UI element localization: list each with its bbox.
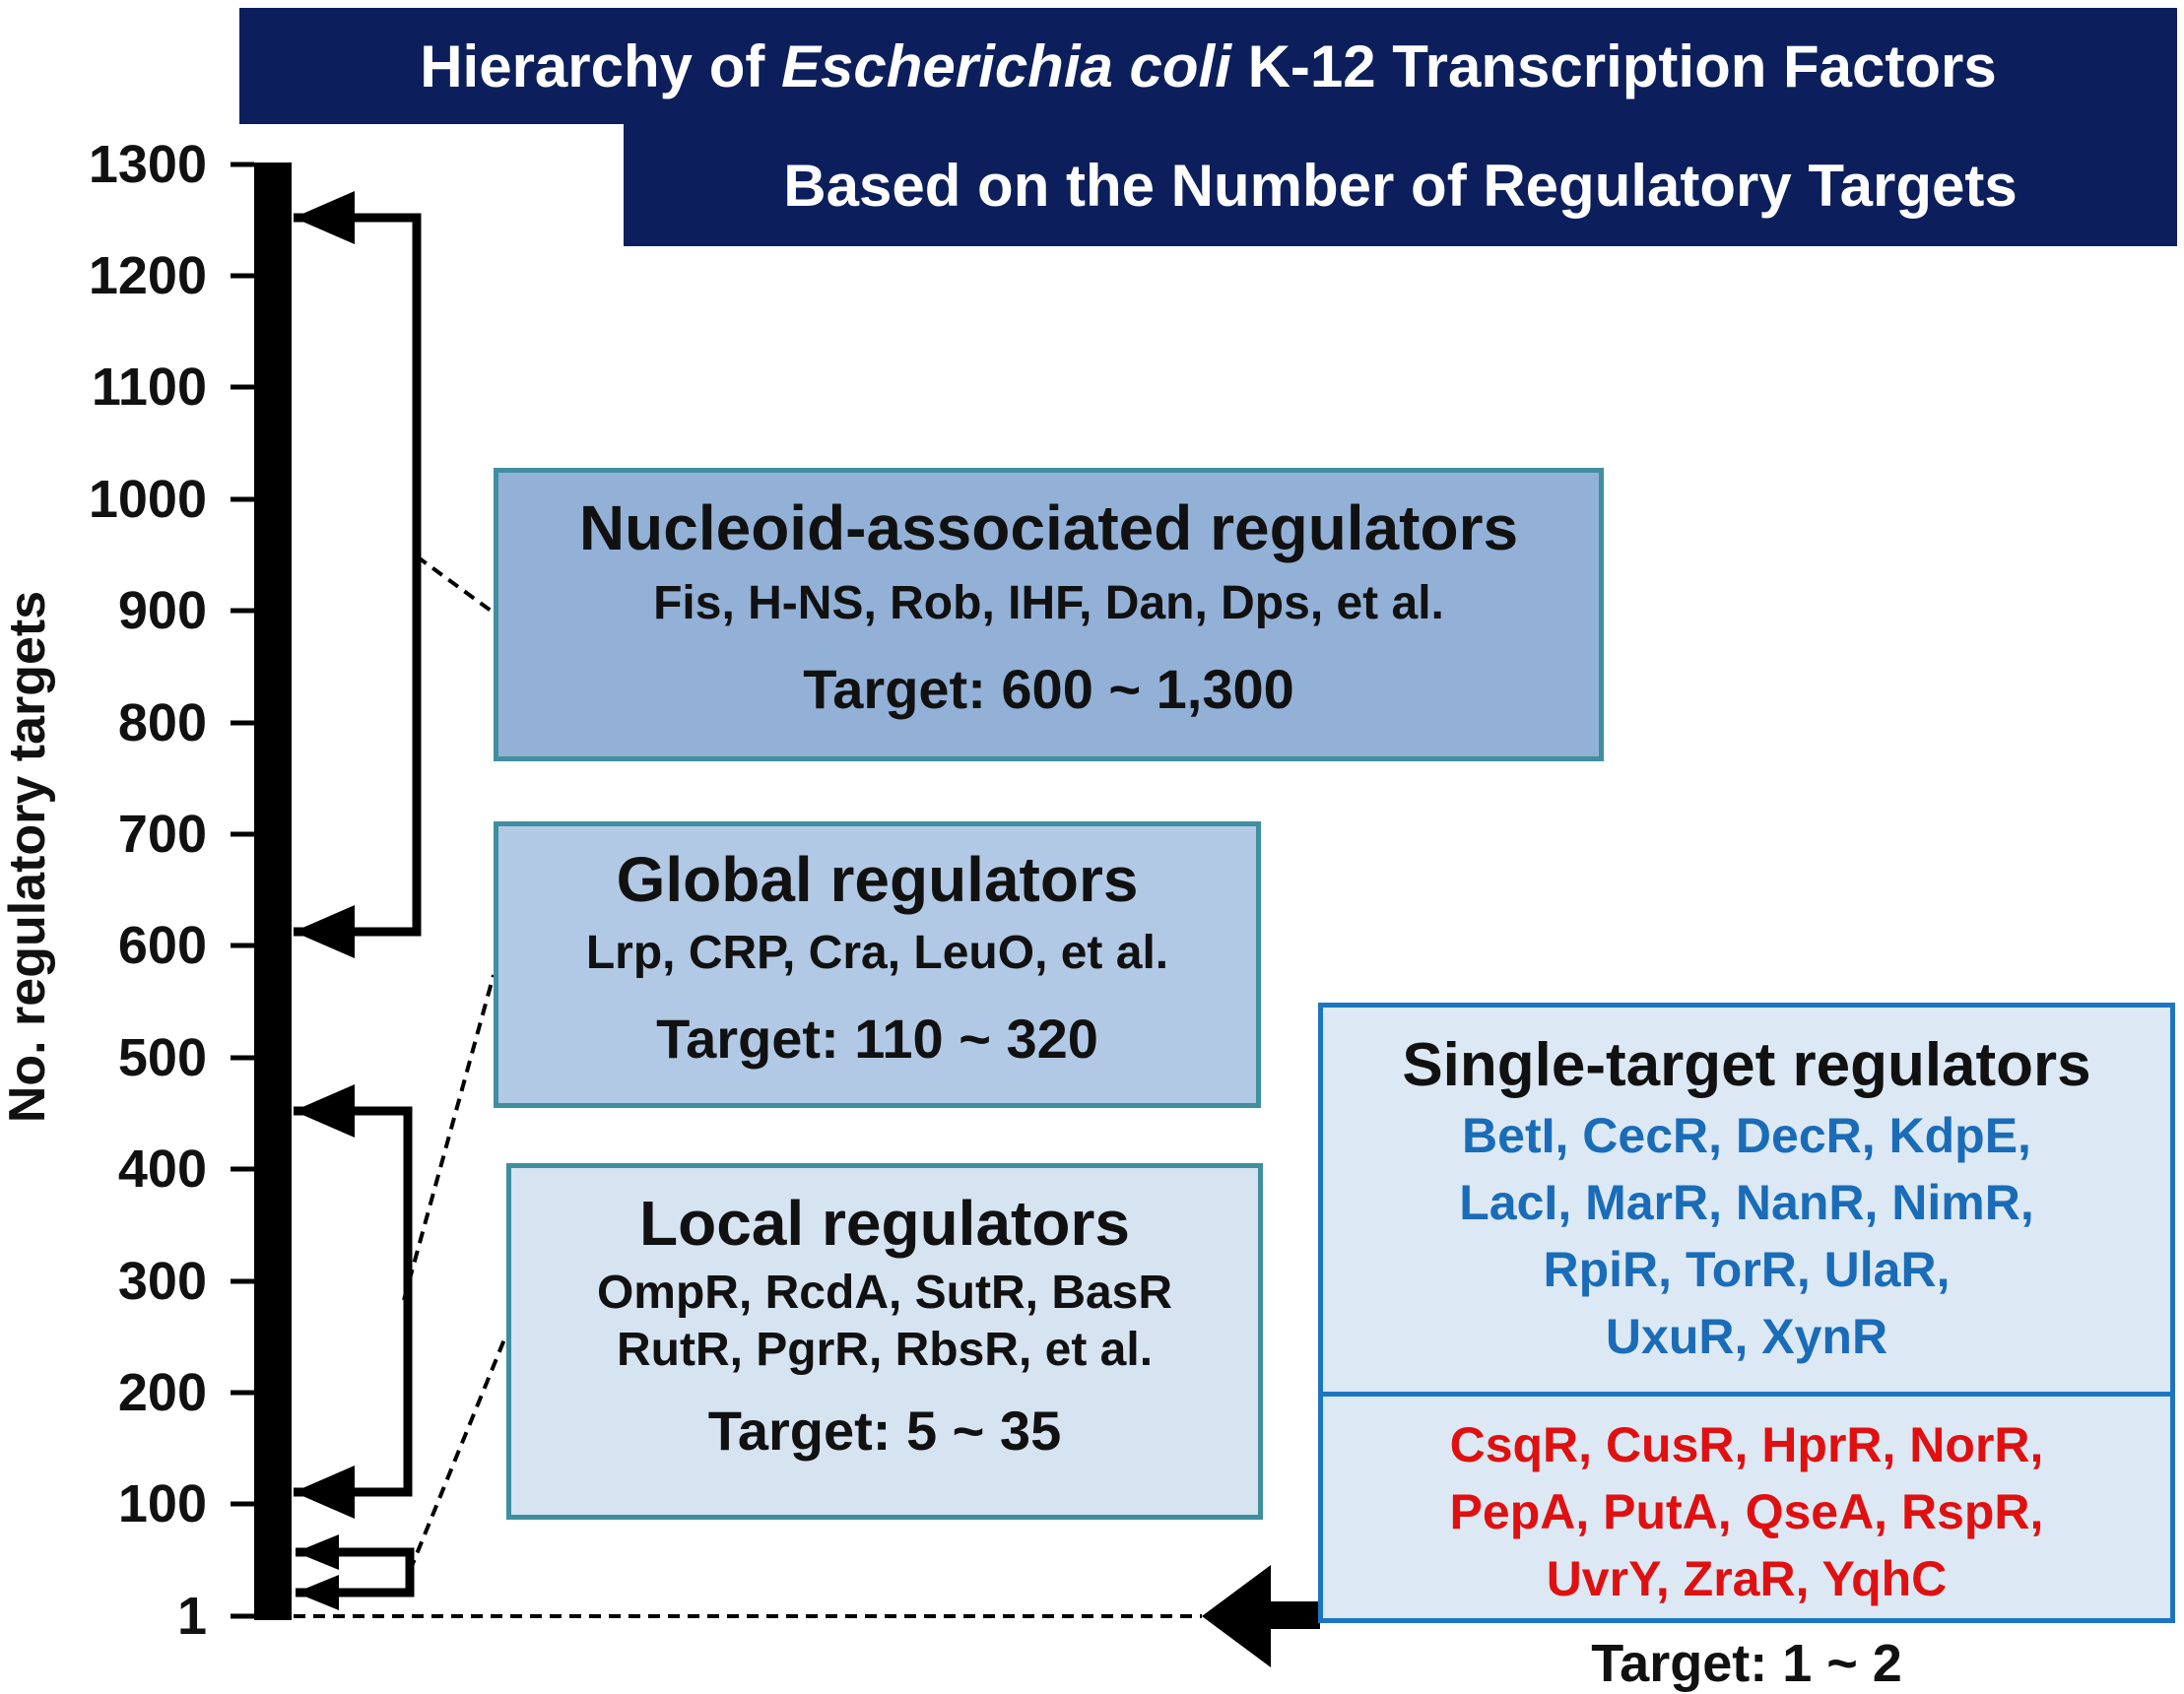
single-red-line: CsqR, CusR, HprR, NorR, [1449,1417,2044,1472]
y-tick-1300: 1300 [88,135,207,194]
y-tick-600: 600 [117,916,207,975]
arrowhead-local-bottom [296,1575,339,1610]
y-tick-300: 300 [117,1252,207,1311]
single-blue-list: BetI, CecR, DecR, KdpE, LacI, MarR, NanR… [1323,1102,2170,1370]
single-target-regulators-box: Single-target regulators BetI, CecR, Dec… [1318,1003,2175,1623]
title-line1-post: K-12 Transcription Factors [1247,33,1997,99]
arrowhead-nucleoid-bottom [294,905,355,958]
nucleoid-regulators-box: Nucleoid-associated regulators Fis, H-NS… [494,468,1604,761]
single-red-line: UvrY, ZraR, YqhC [1546,1551,1948,1606]
local-title: Local regulators [639,1188,1130,1259]
nucleoid-title: Nucleoid-associated regulators [578,492,1519,563]
local-members-line1: OmpR, RcdA, SutR, BasR [596,1267,1173,1319]
y-tick-500: 500 [117,1028,207,1087]
y-tick-1200: 1200 [88,246,207,305]
title-banner-line2: Based on the Number of Regulatory Target… [624,124,2177,246]
y-tick-900: 900 [117,581,207,640]
y-tick-800: 800 [117,693,207,752]
arrowhead-nucleoid-top [294,191,355,244]
arrowhead-global-top [294,1084,355,1138]
single-box-divider [1323,1392,2170,1397]
arrowhead-global-bottom [294,1466,355,1519]
bracket-local-range [296,1534,415,1610]
y-axis-ticks [231,162,254,1619]
bracket-nucleoid-range [294,191,422,958]
local-regulators-box: Local regulators OmpR, RcdA, SutR, BasR … [506,1163,1263,1520]
y-tick-700: 700 [117,805,207,864]
y-tick-200: 200 [117,1363,207,1422]
single-blue-line: UxuR, XynR [1605,1309,1888,1364]
nucleoid-members: Fis, H-NS, Rob, IHF, Dan, Dps, et al. [653,577,1444,629]
title-line1-italic: Escherichia coli [781,33,1231,99]
single-blue-line: RpiR, TorR, UlaR, [1543,1242,1951,1297]
title-line1-pre: Hierarchy of [420,33,765,99]
arrow-single-target [1202,1565,1320,1667]
y-tick-1: 1 [176,1587,207,1646]
global-members: Lrp, CRP, Cra, LeuO, et al. [585,927,1169,979]
bracket-global-range [294,1084,413,1519]
dashed-connector-nucleoid [415,554,496,615]
y-tick-1100: 1100 [91,358,207,417]
global-regulators-box: Global regulators Lrp, CRP, Cra, LeuO, e… [494,821,1261,1108]
y-axis-bar [254,163,292,1620]
dashed-connector-local [408,1334,508,1572]
single-title: Single-target regulators [1402,1031,2091,1099]
single-red-list: CsqR, CusR, HprR, NorR, PepA, PutA, QseA… [1323,1411,2170,1612]
nucleoid-target: Target: 600 ~ 1,300 [803,657,1294,720]
title-line2: Based on the Number of Regulatory Target… [783,152,2018,219]
single-red-line: PepA, PutA, QseA, RspR, [1449,1484,2044,1539]
global-title: Global regulators [616,844,1139,915]
single-blue-line: BetI, CecR, DecR, KdpE, [1462,1108,2031,1163]
single-target-range: Target: 1 ~ 2 [1591,1634,1902,1693]
y-tick-400: 400 [117,1140,207,1199]
dashed-connector-global [402,974,496,1301]
local-members-line2: RutR, PgrR, RbsR, et al. [616,1323,1154,1376]
title-banner-line1: Hierarchy of Escherichia coli K-12 Trans… [239,8,2177,124]
local-target: Target: 5 ~ 35 [707,1400,1062,1463]
y-tick-100: 100 [117,1474,207,1533]
arrowhead-local-top [296,1534,339,1570]
y-tick-1000: 1000 [88,470,207,529]
global-target: Target: 110 ~ 320 [656,1007,1098,1070]
single-blue-line: LacI, MarR, NanR, NimR, [1459,1175,2034,1230]
